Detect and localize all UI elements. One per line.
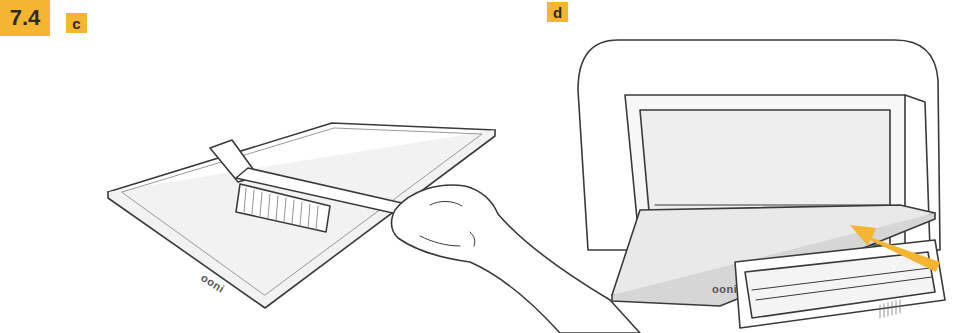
badge-text: 7.4: [10, 7, 41, 29]
push-arrow: [850, 225, 940, 272]
brand-logo: ooni: [712, 284, 737, 295]
badge-text: d: [553, 5, 562, 20]
step-badge: c: [66, 13, 87, 33]
badge-text: c: [72, 16, 80, 31]
step-badge: d: [547, 2, 568, 22]
section-badge: 7.4: [0, 0, 50, 36]
